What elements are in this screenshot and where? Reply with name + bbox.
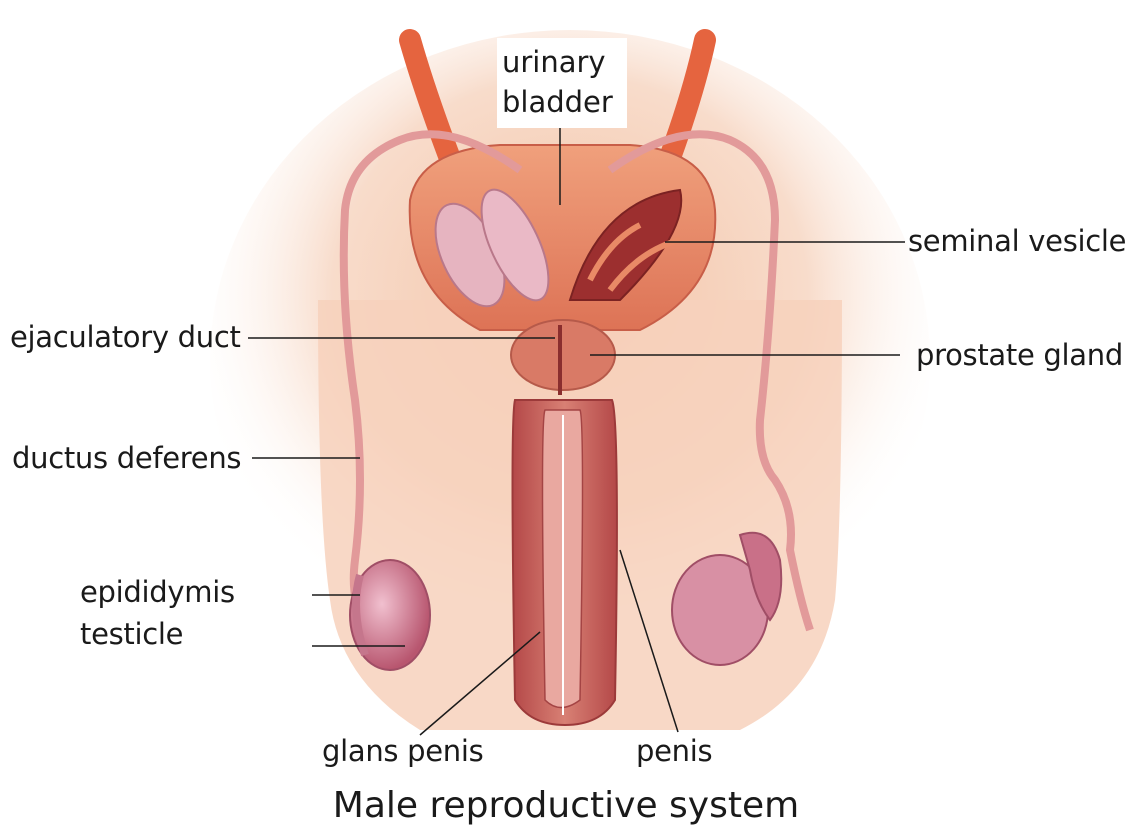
testicle-label: testicle: [80, 620, 183, 649]
epididymis-label: epididymis: [80, 578, 235, 607]
seminal-vesicle-label: seminal vesicle: [908, 227, 1126, 256]
ductus-deferens-label: ductus deferens: [12, 444, 241, 473]
prostate-gland-label: prostate gland: [916, 341, 1123, 370]
diagram-title: Male reproductive system: [0, 788, 1132, 824]
glans-penis-label: glans penis: [322, 737, 483, 766]
urinary-bladder-label: urinary bladder: [502, 42, 613, 122]
penis-label: penis: [636, 737, 712, 766]
ejaculatory-duct-label: ejaculatory duct: [10, 323, 241, 352]
